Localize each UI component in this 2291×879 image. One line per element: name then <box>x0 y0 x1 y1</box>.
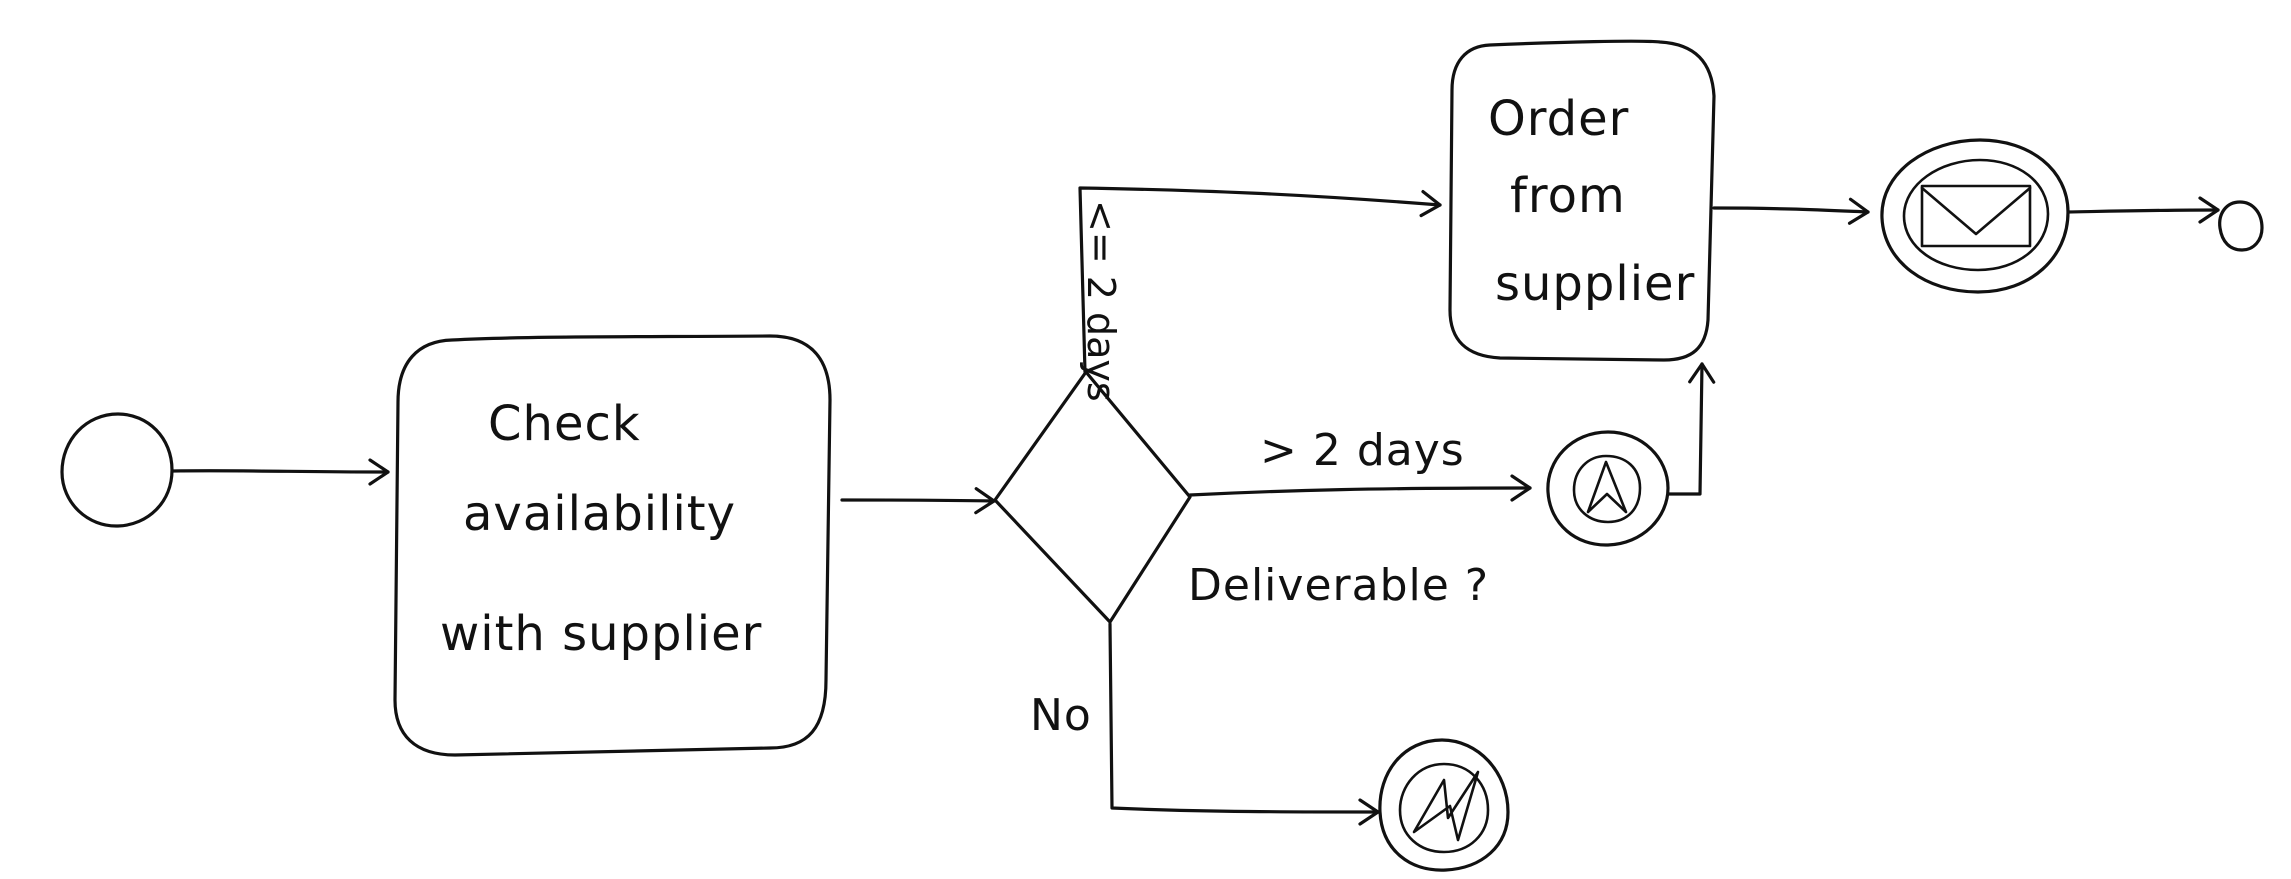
flow-escalation-to-order[interactable] <box>1666 362 1716 496</box>
error-end-event[interactable] <box>1378 738 1510 872</box>
task-check-availability[interactable]: Check availability with supplier <box>393 334 832 757</box>
flow-start-to-check[interactable] <box>171 458 390 486</box>
task-order-label-line1: Order <box>1488 91 1629 147</box>
end-event[interactable] <box>2218 200 2264 252</box>
error-icon <box>1412 770 1480 842</box>
gateway-deliverable[interactable] <box>993 370 1192 624</box>
flow-check-to-gateway[interactable] <box>840 487 996 515</box>
task-check-label-line1: Check <box>488 396 641 452</box>
gateway-label: Deliverable ? <box>1188 560 1489 611</box>
flow-order-to-message[interactable] <box>1712 197 1870 225</box>
task-check-label-line2: availability <box>463 486 736 542</box>
flow-no[interactable] <box>1108 622 1380 826</box>
flow-gt-2-days-label: > 2 days <box>1260 425 1465 476</box>
envelope-icon <box>1920 184 2032 248</box>
task-order-label-line2: from <box>1510 168 1626 224</box>
flow-message-to-end[interactable] <box>2066 196 2220 224</box>
intermediate-escalation-event[interactable] <box>1546 430 1670 547</box>
flow-le-2-days[interactable] <box>1078 186 1442 374</box>
flow-le-2-days-label: <= 2 days <box>1079 200 1123 402</box>
task-check-label-line3: with supplier <box>440 606 762 662</box>
task-order-from-supplier[interactable]: Order from supplier <box>1448 39 1716 362</box>
start-event[interactable] <box>60 412 174 528</box>
flow-gt-2-days[interactable] <box>1188 474 1532 502</box>
escalation-icon <box>1586 460 1628 514</box>
flow-no-label: No <box>1030 690 1092 741</box>
task-order-label-line3: supplier <box>1495 256 1695 312</box>
intermediate-message-event[interactable] <box>1880 138 2070 294</box>
